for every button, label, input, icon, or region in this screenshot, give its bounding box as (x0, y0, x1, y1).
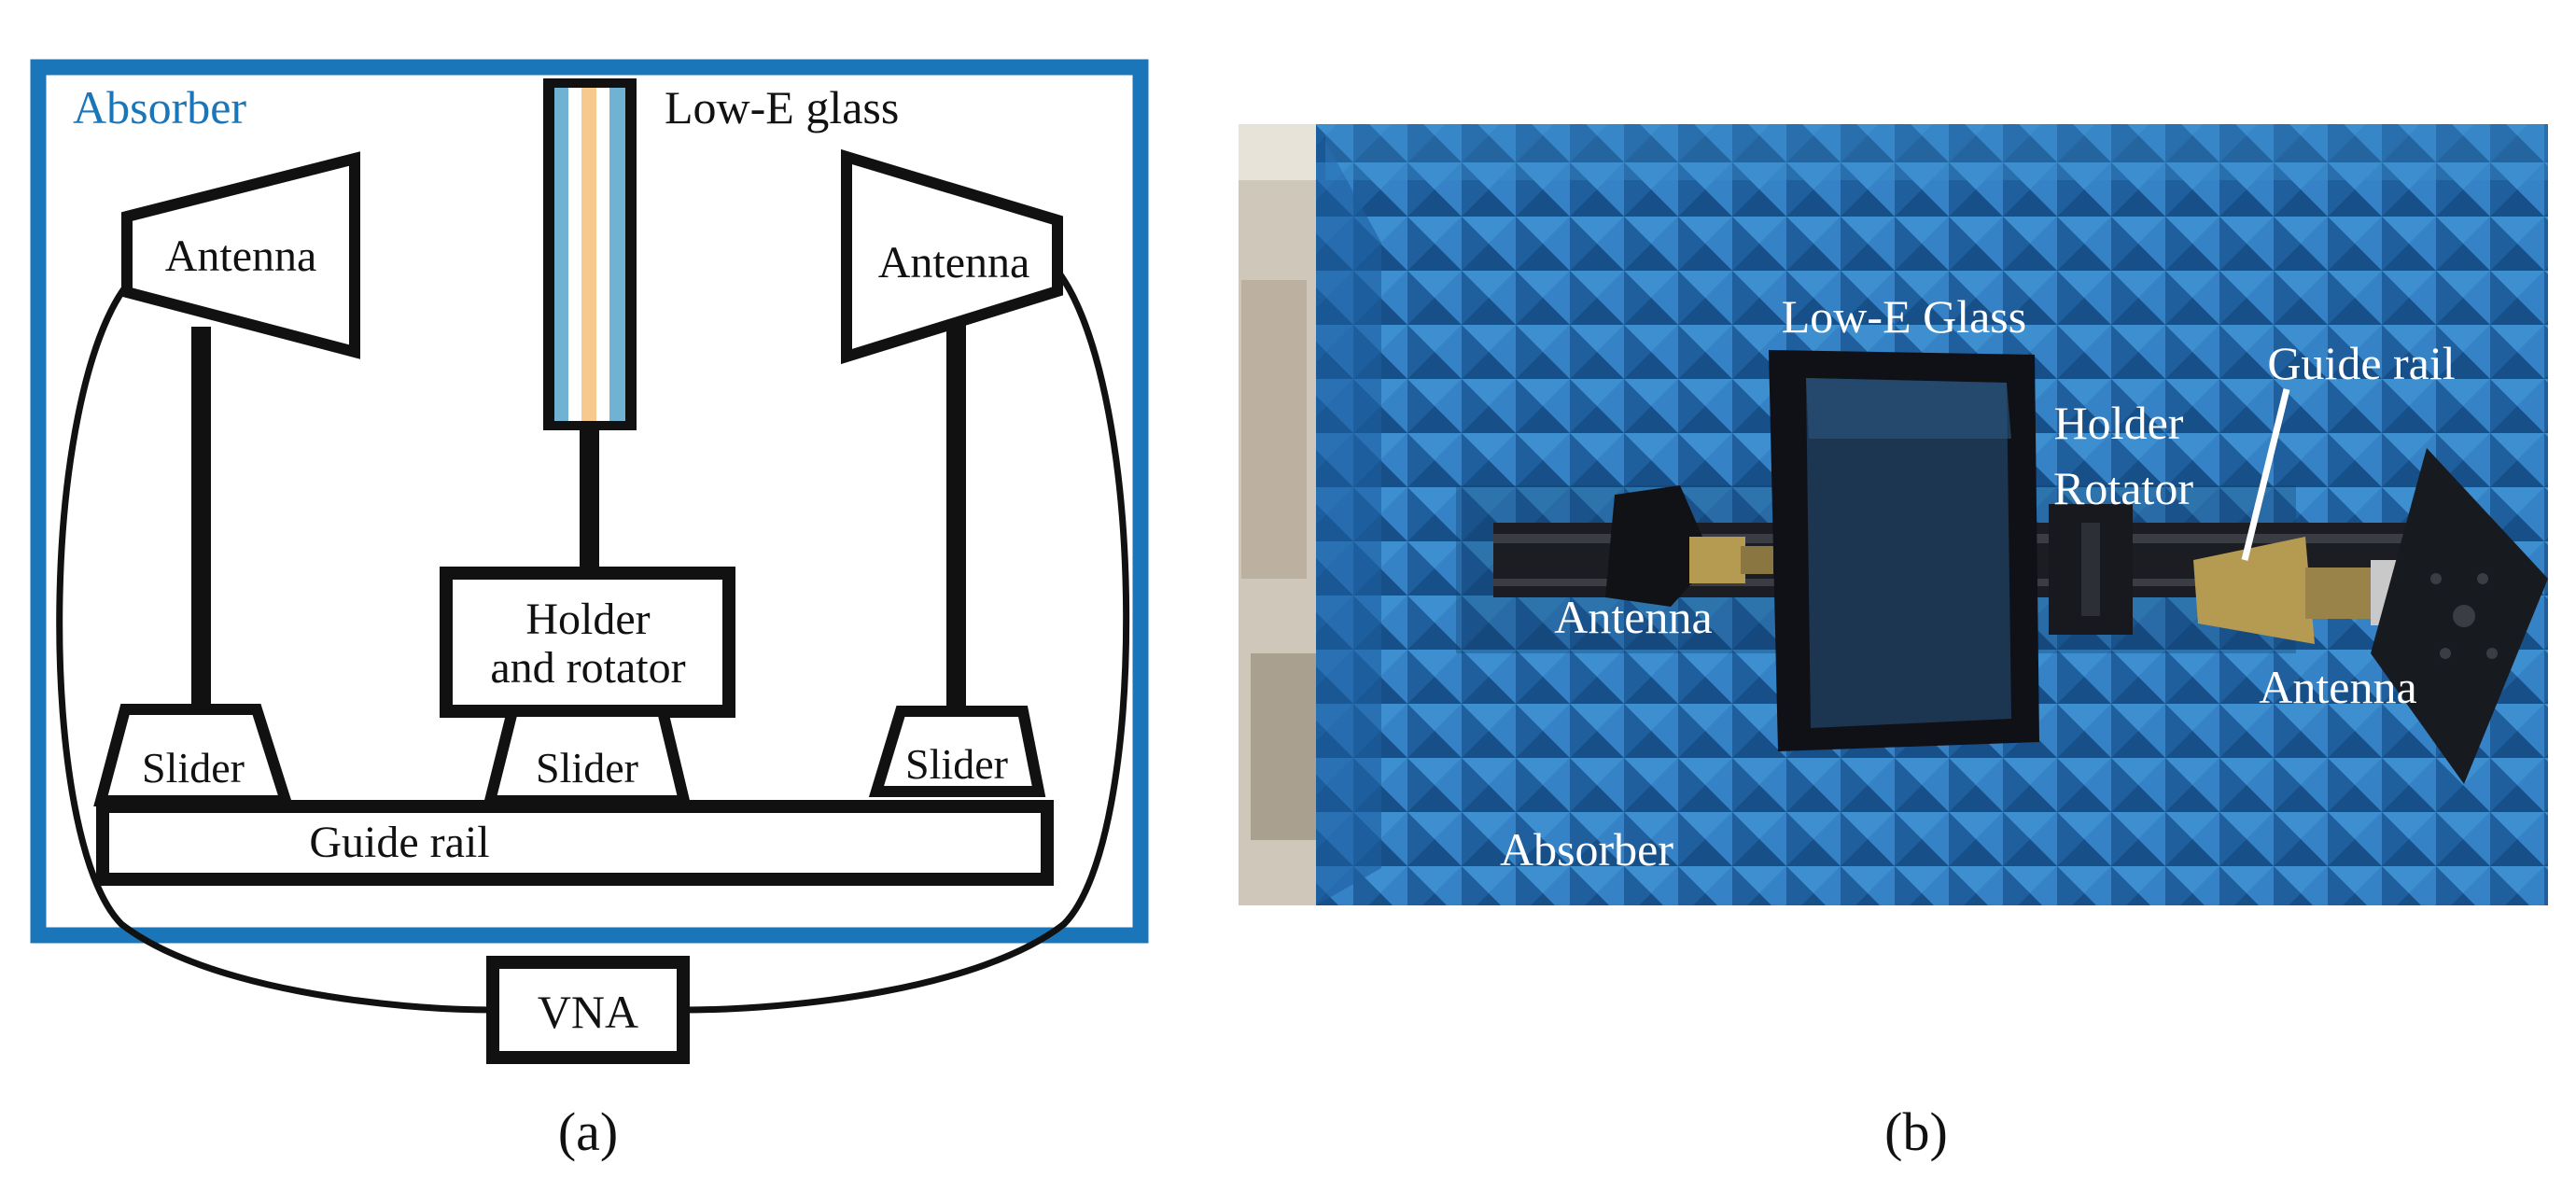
slider-left-label: Slider (142, 744, 245, 792)
panel-b-photo: Low-E Glass Guide rail Holder Rotator An… (1239, 124, 2548, 1162)
cable-right (682, 268, 1130, 1014)
photo-holder-label: Holder (2054, 397, 2184, 449)
antenna-right-icon (841, 148, 1063, 365)
photo-antenna-left-label: Antenna (1554, 591, 1712, 643)
glass-label: Low-E glass (665, 81, 899, 133)
slider-right (868, 706, 1046, 797)
antenna-right-post (946, 325, 966, 714)
photo-low-e-glass-label: Low-E Glass (1782, 290, 2026, 343)
vna-label: VNA (538, 986, 638, 1038)
cable-left (56, 277, 494, 1014)
absorber-foam-left (1316, 124, 1867, 905)
caption-a: (a) (558, 1101, 618, 1162)
antenna-right-label: Antenna (878, 238, 1030, 287)
absorber-label: Absorber (73, 81, 246, 133)
antenna-left-icon (121, 151, 360, 359)
antenna-left-post (191, 327, 211, 714)
photo-guide-rail-label: Guide rail (2267, 337, 2455, 389)
photo-rotator-label: Rotator (2053, 462, 2193, 514)
guide-rail-pointer (2241, 388, 2290, 561)
holder-label-line2: and rotator (490, 643, 685, 693)
slider-right-label: Slider (905, 740, 1008, 788)
caption-b: (b) (1884, 1101, 1948, 1162)
guide-rail (96, 800, 1054, 886)
low-e-glass-icon (543, 78, 637, 430)
photo-antenna-right-label: Antenna (2259, 661, 2416, 713)
vna-box (486, 956, 690, 1064)
antenna-left-label: Antenna (165, 231, 317, 281)
photo-antenna-left-icon (1605, 485, 1713, 607)
slider-mid-label: Slider (536, 744, 638, 792)
panel-a-schematic: Absorber Antenna Antenna Low-E glass Hol… (30, 59, 1149, 1162)
holder-label-line1: Holder (525, 595, 650, 644)
absorber-frame (30, 59, 1149, 944)
glass-post (580, 430, 599, 573)
photo-antenna-right-icon (2193, 537, 2315, 644)
guide-rail-label: Guide rail (309, 818, 489, 867)
photo-absorber-label: Absorber (1500, 823, 1673, 876)
